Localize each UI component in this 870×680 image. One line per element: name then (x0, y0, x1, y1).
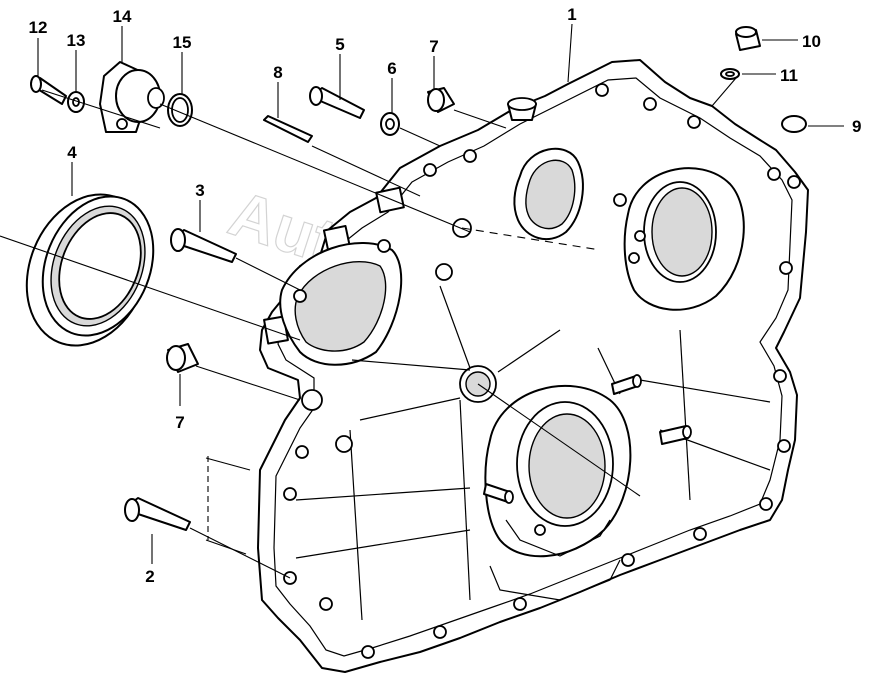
washer-13-part (67, 91, 85, 113)
sleeve-7-upper-part (427, 87, 455, 113)
callout-5: 5 (335, 35, 345, 100)
callout-9: 9 (808, 117, 861, 136)
svg-text:14: 14 (113, 7, 132, 26)
svg-text:15: 15 (173, 33, 192, 52)
svg-text:7: 7 (429, 37, 438, 56)
svg-text:5: 5 (335, 35, 344, 54)
bracket-14-part (99, 61, 165, 133)
svg-text:2: 2 (145, 567, 154, 586)
svg-text:4: 4 (67, 143, 77, 162)
svg-text:7: 7 (175, 413, 184, 432)
svg-text:8: 8 (273, 63, 282, 82)
dowel-pin (611, 374, 642, 395)
svg-text:1: 1 (567, 5, 576, 24)
bolt-2-part (124, 497, 191, 531)
plug-10-part (735, 26, 761, 51)
washer-6-part (380, 112, 400, 136)
callout-3: 3 (195, 181, 205, 232)
callout-8: 8 (273, 63, 283, 118)
callout-6: 6 (387, 59, 397, 114)
callout-7-upper: 7 (429, 37, 439, 90)
svg-text:9: 9 (852, 117, 861, 136)
svg-text:3: 3 (195, 181, 204, 200)
bolt-12-part (30, 75, 67, 105)
callout-1: 1 (567, 5, 577, 83)
svg-text:13: 13 (67, 31, 86, 50)
stud-8-part (263, 115, 313, 143)
dowel-pin (483, 483, 514, 504)
callout-4: 4 (67, 143, 77, 196)
cap-9-part (781, 115, 807, 133)
svg-text:11: 11 (780, 66, 798, 85)
callout-7-lower: 7 (175, 374, 185, 432)
callout-10: 10 (762, 32, 821, 51)
svg-text:10: 10 (802, 32, 821, 51)
assembly-axis-lines (0, 77, 737, 579)
callout-12: 12 (29, 18, 48, 76)
callout-13: 13 (67, 31, 86, 92)
callout-14: 14 (113, 7, 132, 62)
bolt-3-part (170, 228, 237, 263)
o-ring-15-part (167, 93, 193, 127)
svg-text:6: 6 (387, 59, 396, 78)
svg-text:12: 12 (29, 18, 48, 37)
sleeve-7-lower-part (166, 343, 199, 373)
callout-11: 11 (742, 66, 798, 85)
washer-11-part (720, 68, 740, 80)
callout-2: 2 (145, 534, 155, 586)
callout-15: 15 (173, 33, 192, 94)
oil-seal-part (25, 193, 155, 347)
bolt-5-part (309, 86, 365, 119)
housing-cover-part (257, 59, 809, 673)
dowel-pin (659, 425, 692, 445)
